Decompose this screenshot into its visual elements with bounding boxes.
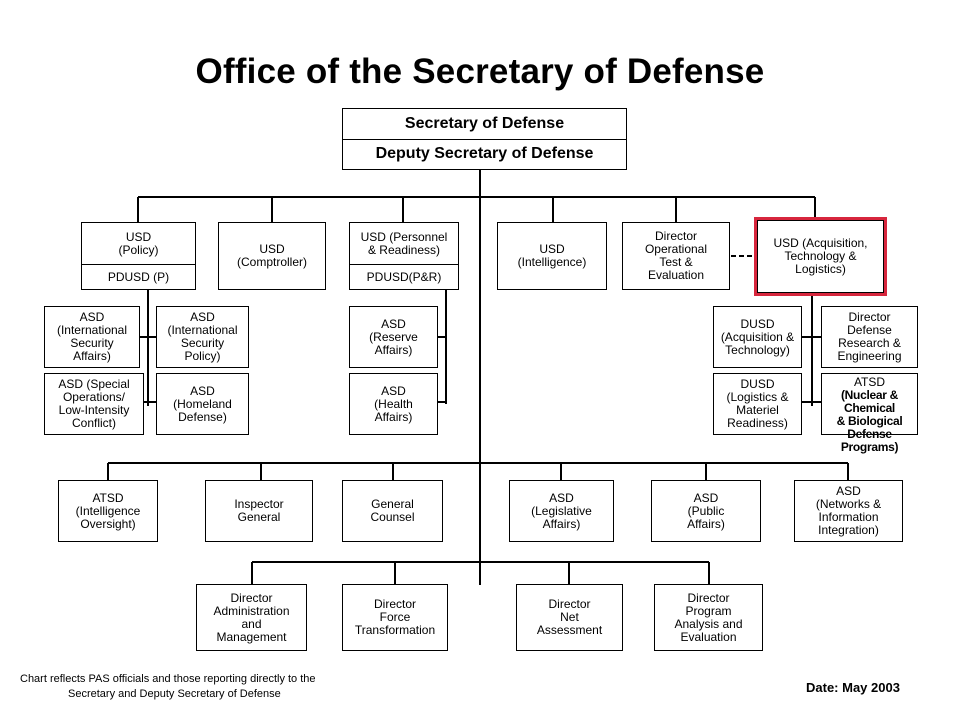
highlight-frame: [754, 217, 887, 296]
inspector-general-box: Inspector General: [205, 480, 313, 542]
usd-policy-box: USD (Policy) PDUSD (P): [81, 222, 196, 290]
atsd-ncb-body: (Nuclear & Chemical & Biological Defense…: [836, 388, 903, 454]
asd-nii-box: ASD (Networks & Information Integration): [794, 480, 903, 542]
director-am-box: Director Administration and Management: [196, 584, 307, 651]
footnote-line-2: Secretary and Deputy Secretary of Defens…: [68, 688, 281, 700]
page-title: Office of the Secretary of Defense: [195, 52, 765, 91]
usd-policy-label: USD (Policy): [118, 229, 159, 257]
asd-hd-box: ASD (Homeland Defense): [156, 373, 249, 435]
deputy-label: Deputy Secretary of Defense: [343, 138, 626, 170]
asd-la-box: ASD (Legislative Affairs): [509, 480, 614, 542]
director-na-box: Director Net Assessment: [516, 584, 623, 651]
asd-ra-box: ASD (Reserve Affairs): [349, 306, 438, 368]
atsd-ncb-box: ATSD (Nuclear & Chemical & Biological De…: [821, 373, 918, 454]
asd-pa-box: ASD (Public Affairs): [651, 480, 761, 542]
pdusd-policy-label: PDUSD (P): [82, 264, 195, 289]
asd-ha-box: ASD (Health Affairs): [349, 373, 438, 435]
secretary-box: Secretary of Defense Deputy Secretary of…: [342, 108, 627, 170]
footnote: Chart reflects PAS officials and those r…: [20, 672, 360, 702]
secretary-label: Secretary of Defense: [404, 114, 565, 132]
atsd-ncb-head: ATSD: [853, 375, 886, 389]
usd-atl-box: USD (Acquisition, Technology & Logistics…: [757, 220, 884, 293]
usd-pr-box: USD (Personnel & Readiness) PDUSD(P&R): [349, 222, 459, 290]
director-ft-box: Director Force Transformation: [342, 584, 448, 651]
usd-comptroller-box: USD (Comptroller): [218, 222, 326, 290]
pdusd-pr-label: PDUSD(P&R): [350, 264, 458, 289]
asd-isa-box: ASD (International Security Affairs): [44, 306, 140, 368]
director-ote-box: Director Operational Test & Evaluation: [622, 222, 730, 290]
usd-pr-label: USD (Personnel & Readiness): [360, 229, 448, 257]
date-label: Date: May 2003: [806, 680, 900, 695]
asd-solic-box: ASD (Special Operations/ Low-Intensity C…: [44, 373, 144, 435]
general-counsel-box: General Counsel: [342, 480, 443, 542]
footnote-line-1: Chart reflects PAS officials and those r…: [20, 673, 316, 685]
ddre-box: Director Defense Research & Engineering: [821, 306, 918, 368]
dusd-lmr-box: DUSD (Logistics & Materiel Readiness): [713, 373, 802, 435]
atsd-io-box: ATSD (Intelligence Oversight): [58, 480, 158, 542]
dusd-at-box: DUSD (Acquisition & Technology): [713, 306, 802, 368]
usd-intelligence-box: USD (Intelligence): [497, 222, 607, 290]
asd-isp-box: ASD (International Security Policy): [156, 306, 249, 368]
director-pae-box: Director Program Analysis and Evaluation: [654, 584, 763, 651]
